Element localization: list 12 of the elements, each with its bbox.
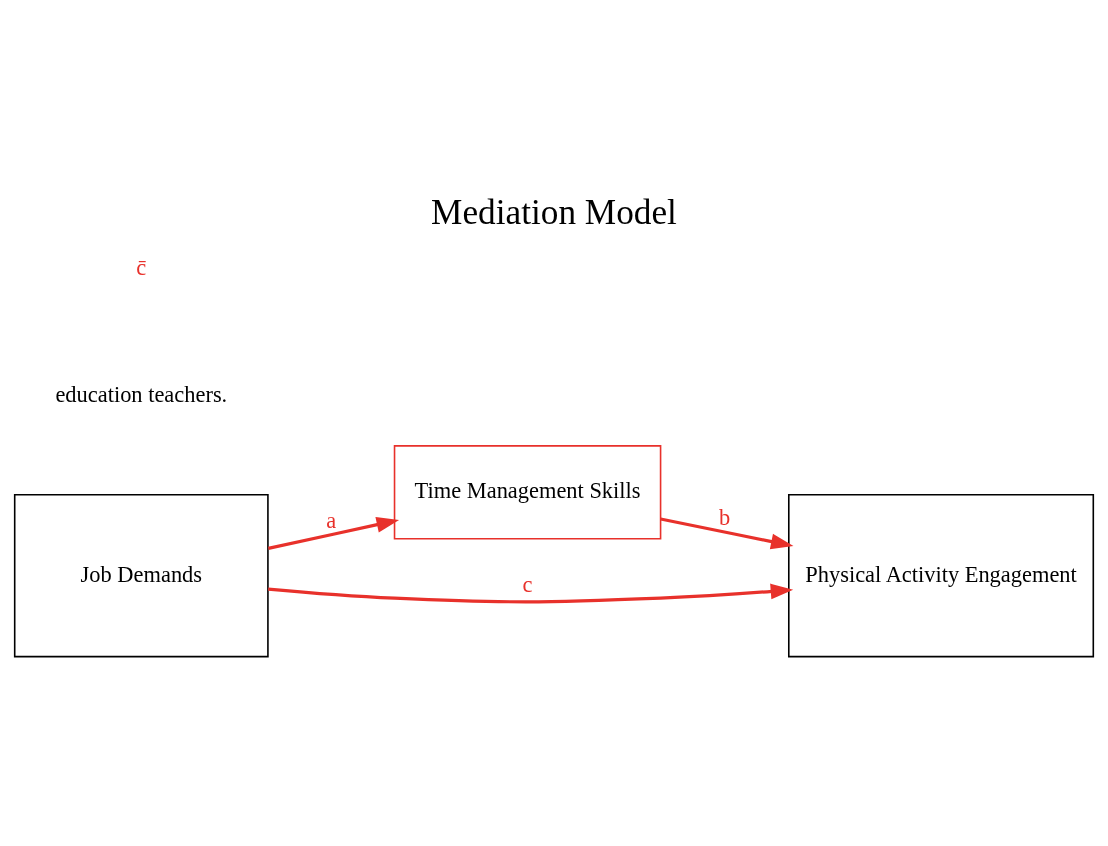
- diagram-title: Mediation Model: [431, 193, 677, 233]
- edge-label: c: [522, 572, 533, 597]
- node-box: Job Demands: [13, 493, 269, 658]
- arrow: [268, 517, 400, 550]
- node-box: Time Management Skills: [393, 445, 662, 540]
- edge-label: b: [719, 504, 731, 530]
- node-box: Physical Activity Engagement: [788, 493, 1095, 658]
- arrow: [268, 583, 794, 604]
- label: education teachers.: [55, 382, 228, 408]
- arrow: [660, 517, 794, 550]
- edge-label: a: [326, 507, 337, 533]
- label: c̄: [136, 255, 147, 281]
